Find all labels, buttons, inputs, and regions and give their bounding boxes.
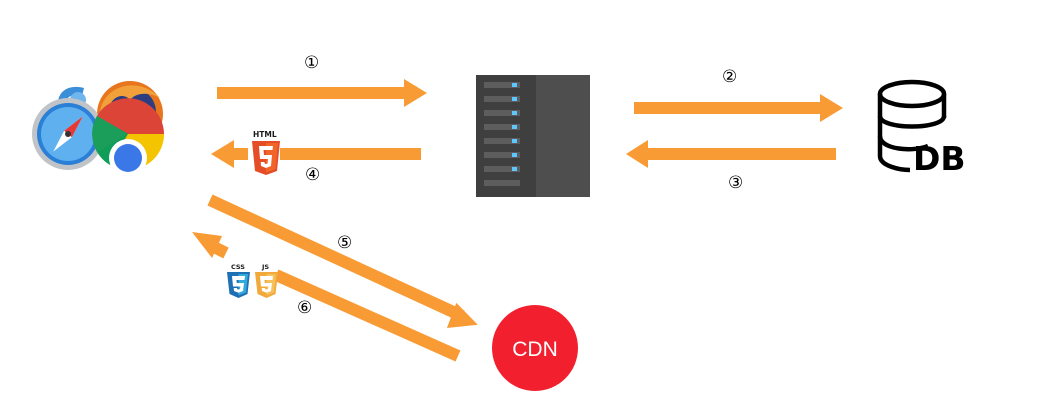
safari-icon: [32, 98, 104, 170]
arrow-2-server-to-db: [634, 94, 843, 122]
step-label-2: ②: [722, 67, 737, 87]
arrow-4-server-to-browser: [211, 140, 421, 168]
cdn-label: CDN: [512, 338, 558, 361]
server-rack-icon: [476, 75, 590, 197]
cdn-node: CDN: [492, 305, 578, 391]
arrow-1-browser-to-server: [217, 79, 427, 107]
arrow-3-db-to-server: [626, 140, 836, 168]
css3-icon: CSS: [227, 263, 250, 298]
html5-icon: HTML: [252, 130, 280, 175]
css-badge-label: CSS: [231, 263, 245, 271]
html-badge-label: HTML: [253, 130, 277, 139]
js-badge-label: JS: [261, 263, 269, 271]
arrow-5-browser-to-cdn: [207, 194, 478, 329]
step-label-4: ④: [305, 165, 320, 185]
arrows: [192, 79, 843, 362]
arrow-6-cdn-to-browser: [192, 232, 461, 362]
step-label-1: ①: [304, 53, 319, 73]
database-icon: [877, 79, 947, 173]
js-icon: JS: [255, 263, 278, 298]
chrome-icon: [92, 98, 164, 177]
database-label: DB: [913, 139, 966, 178]
browsers-icon: [32, 81, 164, 177]
step-label-6: ⑥: [297, 298, 312, 318]
step-label-3: ③: [728, 173, 743, 193]
step-label-5: ⑤: [337, 233, 352, 253]
